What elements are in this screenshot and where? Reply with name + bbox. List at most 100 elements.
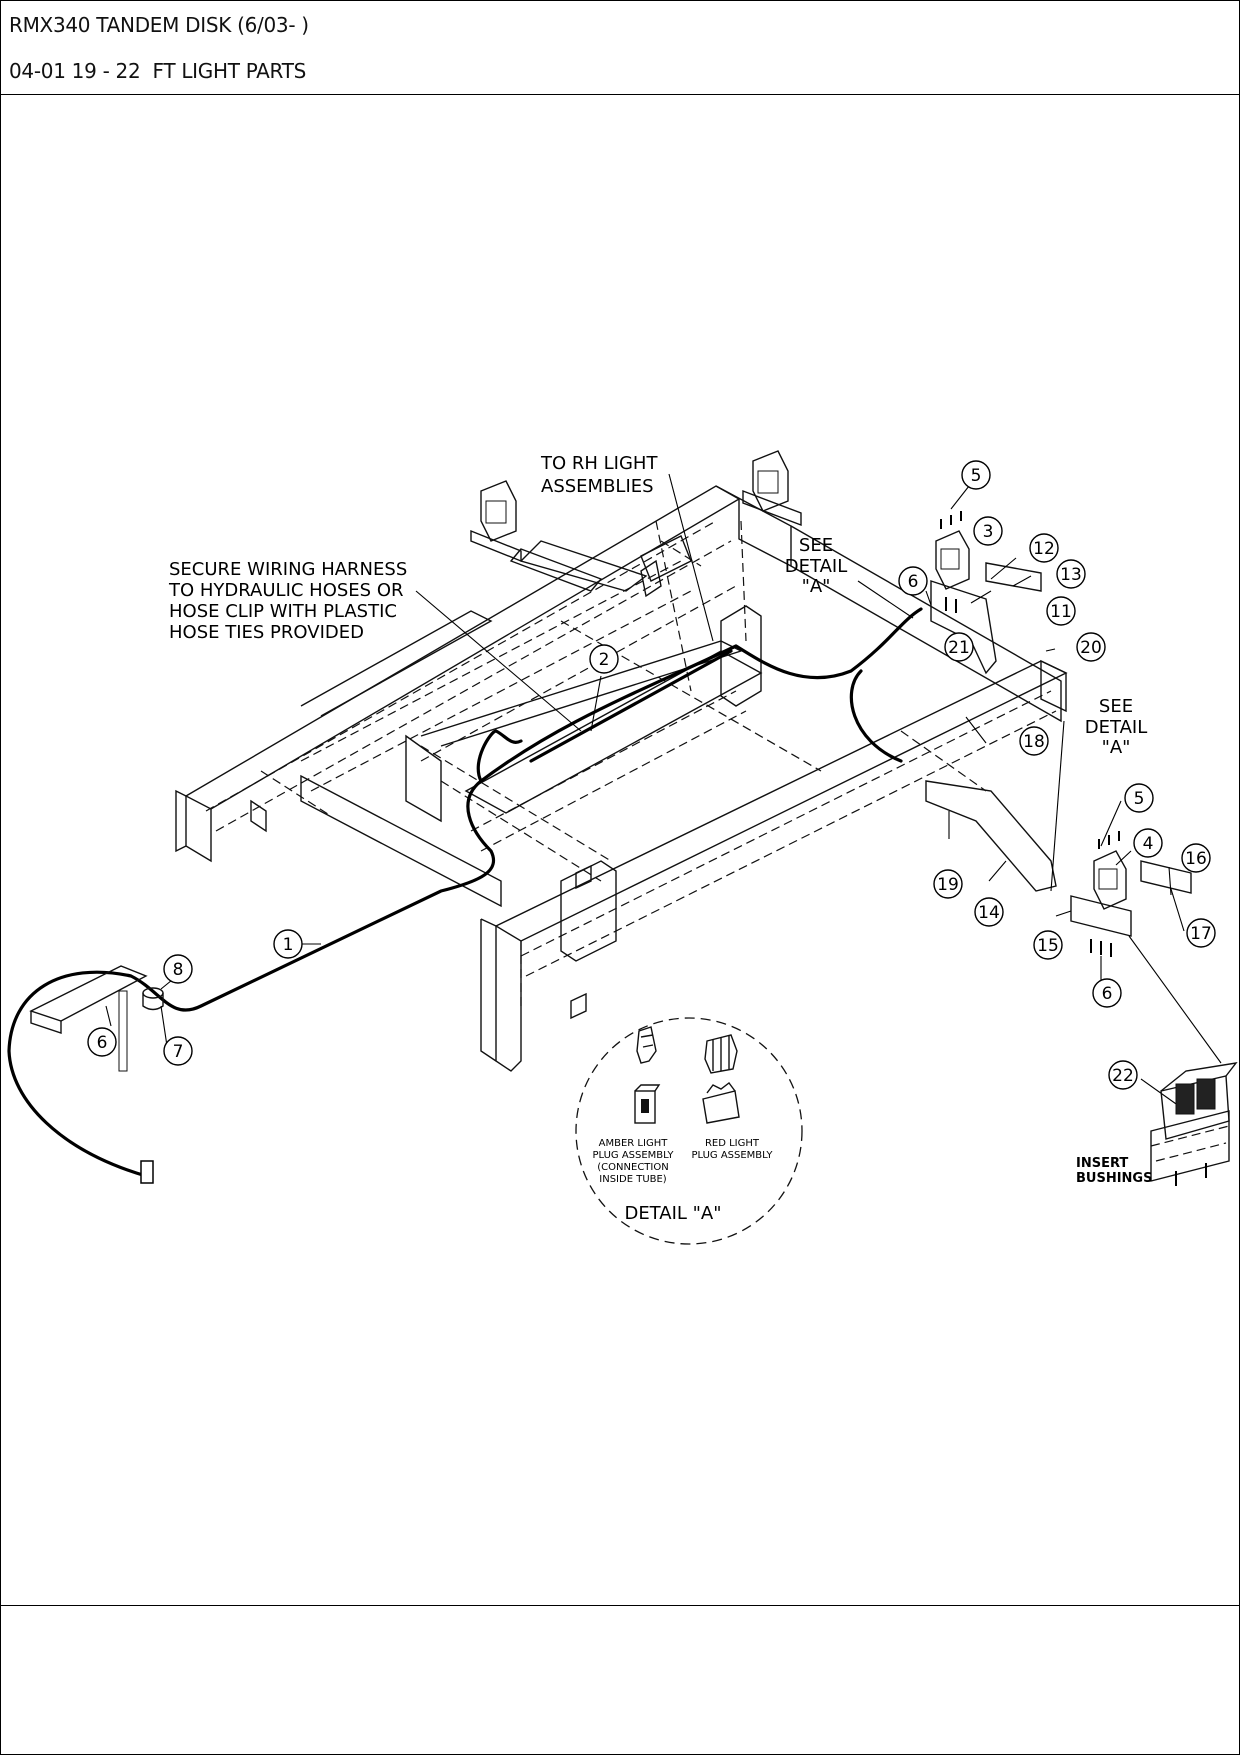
callout-number: 6: [1102, 984, 1113, 1004]
callout-circle: [973, 516, 1003, 546]
note-secure-line4: HOSE TIES PROVIDED: [169, 622, 364, 643]
callout-number: 19: [937, 875, 959, 895]
callout-20: 20: [1076, 632, 1106, 662]
see-detail-upper-line2: DETAIL: [785, 556, 847, 577]
callout-number: 21: [948, 638, 970, 658]
callout-circle: [1124, 783, 1154, 813]
callout-circle: [163, 954, 193, 984]
light-assembly-4-icon: [1070, 831, 1132, 957]
callout-22: 22: [1108, 1060, 1138, 1090]
note-to-rh-line1: TO RH LIGHT: [540, 453, 658, 474]
page-header: RMX340 TANDEM DISK (6/03- ) 04-01 19 - 2…: [1, 1, 1239, 95]
callout-11: 11: [1046, 596, 1076, 626]
callout-circle: [898, 566, 928, 596]
see-detail-upper-line3: "A": [802, 576, 831, 597]
amber-label-line4: INSIDE TUBE): [599, 1174, 667, 1185]
callout-number: 5: [1134, 789, 1145, 809]
callout-12: 12: [1029, 533, 1059, 563]
note-secure-line3: HOSE CLIP WITH PLASTIC: [169, 601, 397, 622]
callout-5: 5: [961, 460, 991, 490]
callout-circle: [1029, 533, 1059, 563]
see-detail-lower-line1: SEE: [1099, 696, 1133, 717]
see-detail-upper-line1: SEE: [799, 535, 833, 556]
callout-17: 17: [1186, 918, 1216, 948]
callout-number: 14: [978, 903, 1000, 923]
note-see-detail-upper: SEE DETAIL "A": [785, 535, 847, 597]
callout-number: 5: [971, 466, 982, 486]
amber-light-plug-icon: [634, 1026, 661, 1124]
callout-circle: [961, 460, 991, 490]
rear-right-light-icon: [742, 450, 802, 527]
callout-circle: [1108, 1060, 1138, 1090]
callout-3: 3: [973, 516, 1003, 546]
callout-1: 1: [273, 929, 303, 959]
callout-number: 3: [983, 522, 994, 542]
callout-6: 6: [1092, 978, 1122, 1008]
callout-number: 1: [283, 935, 294, 955]
callout-number: 13: [1060, 565, 1082, 585]
detail-a-boundary: [575, 1017, 803, 1245]
reflector-decal-12-icon: [985, 562, 1042, 592]
reflector-decal-16-icon: [1140, 860, 1192, 894]
parts-diagram: TO RH LIGHT ASSEMBLIES SECURE WIRING HAR…: [7, 450, 1238, 1245]
page-footer: [1, 1605, 1239, 1755]
amber-label-line2: PLUG ASSEMBLY: [592, 1150, 674, 1161]
callout-2: 2: [589, 644, 619, 674]
callout-4: 4: [1133, 828, 1163, 858]
callout-19: 19: [933, 869, 963, 899]
detail-a: AMBER LIGHT PLUG ASSEMBLY (CONNECTION IN…: [575, 1017, 803, 1245]
callout-circle: [1019, 726, 1049, 756]
callout-number: 22: [1112, 1066, 1134, 1086]
callout-number: 7: [173, 1042, 184, 1062]
callout-7: 7: [163, 1036, 193, 1066]
red-label-line1: RED LIGHT: [705, 1138, 760, 1149]
callout-number: 6: [908, 572, 919, 592]
see-detail-lower-line2: DETAIL: [1085, 717, 1147, 738]
insert-bushings-line2: BUSHINGS: [1076, 1171, 1152, 1186]
callout-6: 6: [898, 566, 928, 596]
callout-circle: [1046, 596, 1076, 626]
note-see-detail-lower: SEE DETAIL "A": [1085, 696, 1147, 758]
amber-label-line3: (CONNECTION: [597, 1162, 668, 1173]
red-label-line2: PLUG ASSEMBLY: [691, 1150, 773, 1161]
callout-6: 6: [87, 1027, 117, 1057]
note-secure-harness: SECURE WIRING HARNESS TO HYDRAULIC HOSES…: [168, 559, 407, 643]
callout-circle: [589, 644, 619, 674]
callout-circle: [1092, 978, 1122, 1008]
rear-left-light-icon: [470, 480, 522, 563]
page-title: RMX340 TANDEM DISK (6/03- ): [9, 13, 309, 37]
callout-number: 20: [1080, 638, 1102, 658]
callout-circle: [273, 929, 303, 959]
callout-number: 4: [1143, 834, 1154, 854]
wiring-harness: [7, 607, 923, 1184]
callout-16: 16: [1181, 843, 1211, 873]
callout-18: 18: [1019, 726, 1049, 756]
callout-circle: [1076, 632, 1106, 662]
callout-circle: [1181, 843, 1211, 873]
callout-number: 17: [1190, 924, 1212, 944]
detail-a-title: DETAIL "A": [624, 1203, 721, 1224]
callout-13: 13: [1056, 559, 1086, 589]
main-frame: [175, 485, 1068, 1072]
callout-circle: [933, 869, 963, 899]
callout-number: 11: [1050, 602, 1072, 622]
callout-number: 12: [1033, 539, 1055, 559]
amber-label-line1: AMBER LIGHT: [599, 1138, 669, 1149]
callout-15: 15: [1033, 930, 1063, 960]
callout-circle: [163, 1036, 193, 1066]
red-light-plug-icon: [702, 1034, 740, 1124]
callout-circle: [974, 897, 1004, 927]
insert-bushings-line1: INSERT: [1076, 1156, 1128, 1171]
callout-circle: [87, 1027, 117, 1057]
callout-circle: [1033, 930, 1063, 960]
callout-circle: [1056, 559, 1086, 589]
callout-5: 5: [1124, 783, 1154, 813]
callout-number: 18: [1023, 732, 1045, 752]
note-to-rh: TO RH LIGHT ASSEMBLIES: [540, 453, 658, 497]
callout-number: 16: [1185, 849, 1207, 869]
callout-21: 21: [944, 632, 974, 662]
callout-14: 14: [974, 897, 1004, 927]
callout-circle: [1133, 828, 1163, 858]
